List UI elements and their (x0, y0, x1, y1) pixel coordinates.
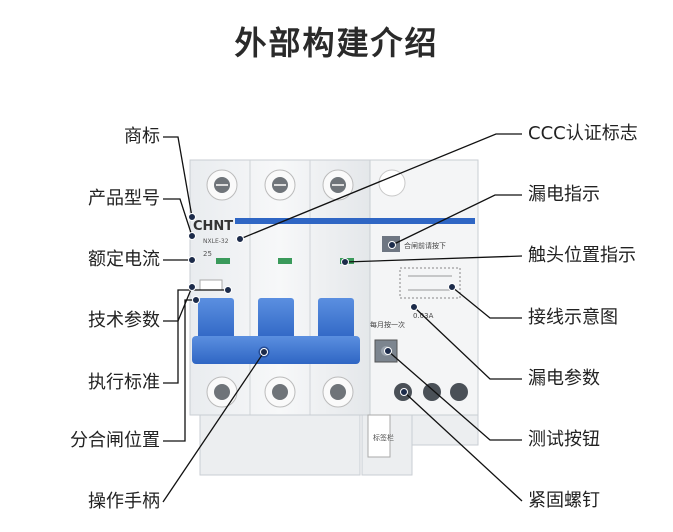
label-panel-text: 标签栏 (373, 433, 394, 442)
page-title: 外部构建介绍 (234, 24, 439, 62)
pole2-indicator (278, 258, 292, 264)
label-operating-handle: 操作手柄 (88, 491, 160, 512)
callout-dots (188, 213, 456, 396)
label-technical-params: 技术参数 (88, 310, 160, 331)
bottom-terminals: 标签栏 (206, 376, 468, 458)
label-rated-current: 额定电流 (88, 249, 160, 270)
pole1-indicator (216, 258, 230, 264)
label-wiring-diagram: 接线示意图 (528, 307, 618, 328)
label-trademark: 商标 (124, 126, 160, 147)
callout-lines (162, 133, 523, 503)
label-leak-indicator: 漏电指示 (528, 184, 600, 205)
rcd-note: 合闸前请按下 (404, 241, 446, 250)
label-switch-position: 分合闸位置 (70, 430, 160, 451)
label-standard: 执行标准 (88, 372, 160, 393)
label-fastening-screw: 紧固螺钉 (528, 490, 600, 511)
label-contact-indicator: 触头位置指示 (528, 245, 636, 266)
current-text: 25 (203, 250, 212, 258)
model-text: NXLE-32 (203, 238, 229, 245)
brand-logo: CHNT (193, 219, 233, 234)
operating-handles (192, 298, 360, 364)
wiring-diagram (399, 267, 461, 299)
top-terminals (206, 169, 406, 201)
label-product-model: 产品型号 (88, 188, 160, 209)
test-note: 每月按一次 (370, 320, 405, 329)
label-test-button: 测试按钮 (528, 429, 600, 450)
label-leak-params: 漏电参数 (528, 368, 600, 389)
tech-params-plate (199, 279, 223, 291)
label-ccc-mark: CCC认证标志 (528, 123, 638, 144)
